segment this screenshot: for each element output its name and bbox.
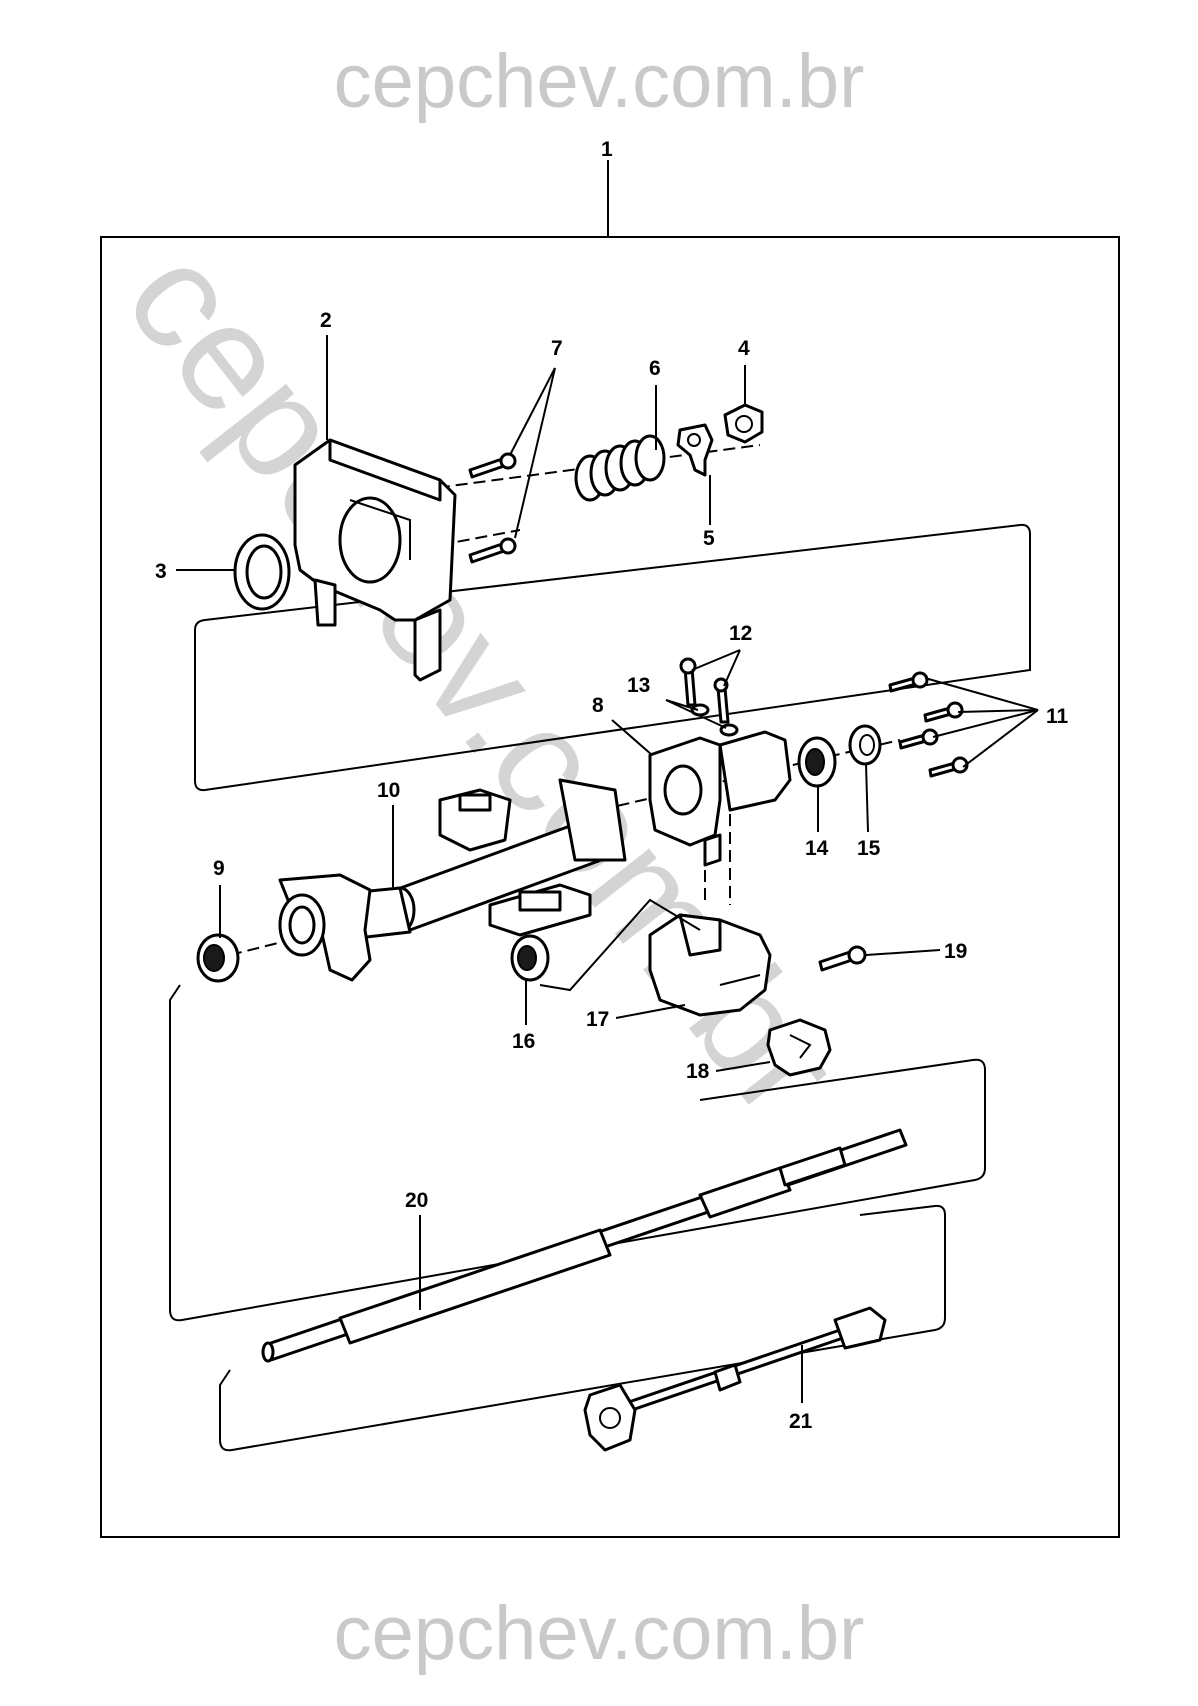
axis-line-screw	[439, 529, 521, 546]
part-9-bushing	[196, 933, 240, 983]
callout-12: 12	[729, 622, 752, 645]
part-4-nut	[723, 403, 764, 444]
leader-lines	[176, 335, 1039, 1403]
group-outline-lower	[219, 1204, 946, 1452]
part-2-housing-bracket	[293, 438, 457, 682]
callout-15: 15	[857, 837, 881, 860]
part-11-screws	[888, 671, 969, 778]
part-12-screws	[679, 657, 730, 724]
part-7-screws	[468, 452, 517, 564]
watermark-bottom: cepchev.com.br	[333, 1591, 865, 1676]
part-10-column-tube	[278, 778, 627, 982]
callout-5: 5	[703, 527, 715, 550]
part-21-intermediate-shaft	[583, 1306, 887, 1452]
part-5-plate	[676, 423, 714, 477]
callout-10: 10	[377, 779, 400, 802]
callout-6: 6	[649, 357, 661, 380]
assembly-frame	[100, 236, 1120, 1538]
callout-18: 18	[686, 1060, 710, 1083]
part-3-gasket	[233, 533, 291, 611]
callout-11: 11	[1046, 705, 1069, 728]
axis-line-left	[229, 939, 291, 956]
callout-17: 17	[586, 1008, 609, 1031]
callout-13: 13	[627, 674, 650, 697]
callout-8: 8	[592, 694, 604, 717]
part-17-switch	[648, 913, 772, 1017]
part-14-bearing	[797, 736, 837, 788]
callout-14: 14	[805, 837, 829, 860]
group-outline-middle	[169, 984, 986, 1322]
callout-4: 4	[738, 337, 750, 360]
watermark-diagonal: cepchev.com.br	[95, 216, 872, 1145]
part-15-ring	[848, 724, 882, 766]
part-13-washers	[690, 703, 739, 737]
callout-21: 21	[789, 1410, 813, 1433]
part-19-screw	[818, 945, 867, 972]
watermark-top: cepchev.com.br	[333, 39, 865, 124]
callout-1: 1	[601, 138, 613, 161]
callout-19: 19	[944, 940, 967, 963]
callout-7: 7	[551, 337, 563, 360]
part-18-retainer	[766, 1018, 832, 1077]
part-16-bushing	[510, 934, 550, 982]
part-6-spring	[574, 434, 666, 502]
callout-9: 9	[213, 857, 225, 880]
callout-16: 16	[512, 1030, 535, 1053]
group-outline-upper	[194, 523, 1031, 792]
part-20-steering-shaft	[261, 1128, 908, 1363]
callout-20: 20	[405, 1189, 428, 1212]
part-8-lock-housing	[648, 730, 792, 867]
callout-3: 3	[155, 560, 167, 583]
callout-2: 2	[320, 309, 332, 332]
